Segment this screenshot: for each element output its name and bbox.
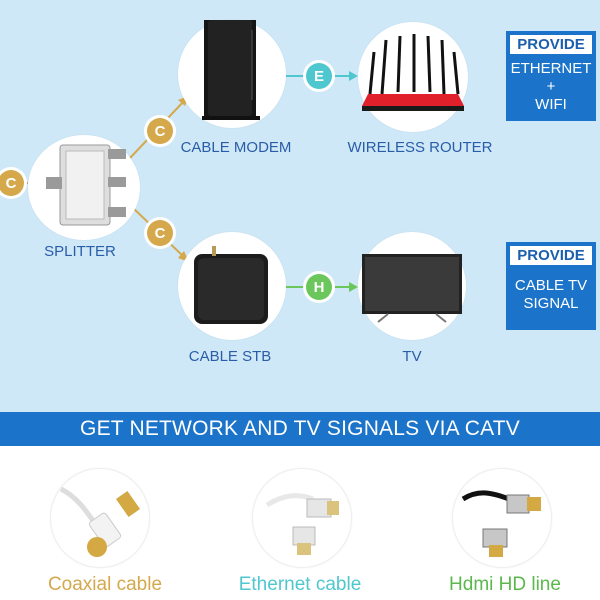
provide-line: ETHERNET: [510, 60, 592, 77]
cable-modem-icon: [202, 20, 260, 120]
provide-header: PROVIDE: [510, 246, 592, 265]
tv-label: TV: [402, 348, 422, 365]
cable-stb-label: CABLE STB: [188, 348, 272, 365]
cable-modem-label: CABLE MODEM: [180, 139, 292, 156]
cable-modem-node: [178, 20, 286, 128]
cable-stb-node: [178, 232, 286, 340]
ethernet-arrow: [349, 71, 358, 81]
coax-badge-modem: C: [147, 118, 173, 144]
splitter-label: SPLITTER: [44, 243, 116, 260]
provide-header: PROVIDE: [510, 35, 592, 54]
cables-section: Coaxial cable Ethernet cable Hdmi HD lin…: [0, 446, 600, 600]
cable-stb-icon: [194, 246, 268, 324]
ethernet-cable-icon: [265, 493, 339, 555]
tv-node: [358, 232, 466, 340]
ethernet-cable-node: [252, 468, 352, 568]
provide-body: CABLE TV SIGNAL: [507, 265, 595, 329]
provide-box-network: PROVIDE ETHERNET + WIFI: [506, 31, 596, 121]
coax-badge-input: C: [0, 170, 24, 196]
hdmi-badge: H: [306, 274, 332, 300]
tv-icon: [362, 254, 462, 323]
provide-box-tv: PROVIDE CABLE TV SIGNAL: [506, 242, 596, 330]
coaxial-cable-node: [50, 468, 150, 568]
hdmi-arrow: [349, 282, 358, 292]
provide-line: +: [546, 78, 556, 95]
provide-line: SIGNAL: [523, 295, 579, 312]
hdmi-cable-label: Hdmi HD line: [449, 574, 561, 595]
wireless-router-icon: [362, 34, 464, 111]
provide-line: WIFI: [535, 96, 567, 113]
coaxial-cable-icon: [59, 486, 141, 557]
ethernet-badge: E: [306, 63, 332, 89]
provide-line: CABLE TV: [514, 277, 588, 294]
hdmi-cable-node: [452, 468, 552, 568]
coaxial-cable-label: Coaxial cable: [47, 574, 163, 595]
coax-badge-stb: C: [147, 220, 173, 246]
wireless-router-label: WIRELESS ROUTER: [347, 139, 493, 156]
banner-title: GET NETWORK AND TV SIGNALS VIA CATV: [0, 412, 600, 446]
splitter-node: [28, 135, 140, 240]
ethernet-cable-label: Ethernet cable: [238, 574, 362, 595]
splitter-icon: [46, 144, 126, 226]
provide-body: ETHERNET + WIFI: [507, 54, 595, 120]
wireless-router-node: [358, 22, 468, 132]
hdmi-cable-icon: [461, 490, 541, 557]
